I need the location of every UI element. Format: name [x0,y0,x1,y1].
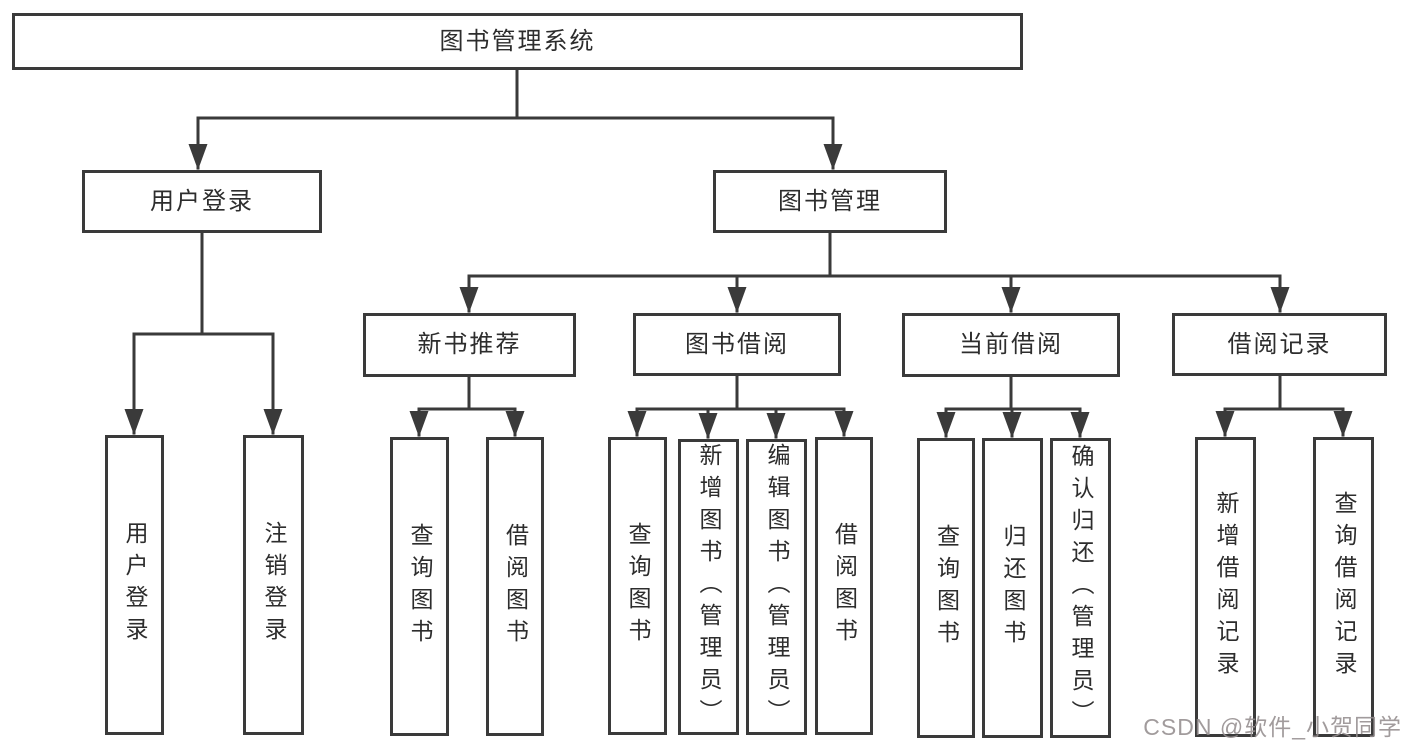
node-label: 新增图书（管理员） [696,443,722,731]
node-label: 查询图书 [933,524,960,652]
leaf-newbook-borrow-books: 借阅图书 [486,437,544,736]
node-book-borrowing: 图书借阅 [633,313,841,376]
leaf-records-query-record: 查询借阅记录 [1313,437,1374,737]
node-label: 归还图书 [1000,524,1026,652]
node-borrowing-records: 借阅记录 [1172,313,1387,376]
leaf-current-return-books: 归还图书 [982,438,1043,738]
leaf-newbook-query-books: 查询图书 [390,437,449,736]
leaf-borrowing-edit-books-admin: 编辑图书（管理员） [746,439,807,735]
node-label: 查询借阅记录 [1331,491,1357,683]
leaf-logout: 注销登录 [243,435,304,735]
leaf-user-login: 用户登录 [105,435,164,735]
leaf-records-add-record: 新增借阅记录 [1195,437,1256,737]
node-label: 用户登录 [150,187,254,215]
node-label: 新书推荐 [417,331,522,358]
node-label: 借阅图书 [831,522,858,650]
node-label: 查询图书 [407,522,433,651]
leaf-current-confirm-return-admin: 确认归还（管理员） [1050,438,1111,738]
leaf-current-query-books: 查询图书 [917,438,975,738]
node-label: 查询图书 [625,522,651,650]
node-user-login: 用户登录 [82,170,322,233]
leaf-borrowing-borrow-books: 借阅图书 [815,437,873,735]
node-label: 图书管理系统 [439,27,596,55]
node-book-management: 图书管理 [713,170,947,233]
node-current-borrowing: 当前借阅 [902,313,1120,377]
node-new-book-recommendation: 新书推荐 [363,313,576,377]
node-label: 新增借阅记录 [1213,491,1239,683]
node-label: 用户登录 [122,521,148,649]
node-label: 图书借阅 [685,330,789,358]
arrowheads [124,144,1353,439]
leaf-borrowing-add-books-admin: 新增图书（管理员） [678,439,739,735]
node-library-system: 图书管理系统 [12,13,1023,70]
node-label: 借阅记录 [1227,330,1332,358]
node-label: 注销登录 [261,521,287,649]
node-label: 确认归还（管理员） [1068,444,1094,732]
node-label: 借阅图书 [502,522,529,651]
node-label: 当前借阅 [959,331,1063,358]
leaf-borrowing-query-books: 查询图书 [608,437,667,735]
node-label: 图书管理 [778,187,882,215]
csdn-watermark: CSDN @软件_小贺同学 [1143,714,1402,740]
node-label: 编辑图书（管理员） [764,443,790,731]
